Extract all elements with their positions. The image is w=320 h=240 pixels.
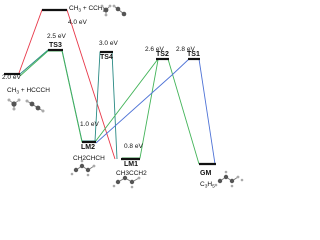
energy-diagram: 2.0 eV 4.0 eV 2.5 eV 3.0 eV 2.6 eV 2.8 e… — [2, 4, 244, 189]
label-lm2: LM2 — [81, 144, 95, 151]
species-ch3-cch2: CH3 + CCH2 — [69, 5, 106, 14]
energy-levels — [4, 8, 216, 166]
species-gm: C3H5 — [200, 181, 215, 189]
label-lm1: LM1 — [124, 161, 138, 168]
label-ts4: TS4 — [100, 54, 113, 61]
energy-ts3: 2.5 eV — [47, 33, 66, 40]
methyl-molecule-icon — [7, 98, 21, 111]
energy-reactant: 2.0 eV — [2, 74, 21, 81]
species-lm2: CH2CHCH — [73, 155, 105, 162]
label-gm: GM — [200, 170, 211, 177]
energy-ts1: 2.8 eV — [176, 46, 195, 53]
energy-ts4: 3.0 eV — [99, 40, 118, 47]
energy-lm2: 1.0 eV — [80, 121, 99, 128]
path-red — [18, 9, 116, 160]
path-green — [19, 50, 200, 165]
label-ts1: TS1 — [187, 51, 200, 58]
propyl-molecule-icon — [214, 170, 244, 188]
species-lm1: CH3CCH2 — [116, 170, 147, 177]
label-ts2: TS2 — [156, 51, 169, 58]
acetylene-molecule-icon — [25, 99, 45, 113]
path-teal — [19, 49, 118, 160]
energy-ts2: 2.6 eV — [145, 46, 164, 53]
energy-ch3-cch2: 4.0 eV — [68, 19, 87, 26]
label-ts3: TS3 — [49, 42, 62, 49]
species-reactant: CH3 + HCCCH — [7, 87, 50, 96]
allyl-radical-icon — [70, 159, 96, 177]
energy-lm1: 0.8 eV — [124, 143, 143, 150]
propenyl-radical-icon — [112, 175, 141, 189]
ch2-molecule-icon — [100, 4, 127, 17]
